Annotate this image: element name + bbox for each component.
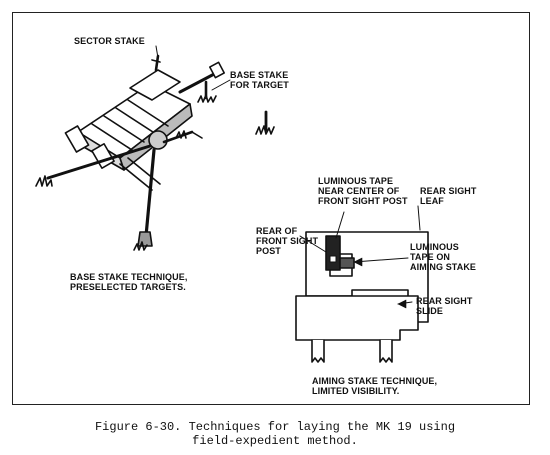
rear-sight-slide-label: REAR SIGHT SLIDE: [416, 296, 473, 316]
rear-sight-illustration: [295, 205, 429, 363]
luminous-tape-aiming-stake-label: LUMINOUS TAPE ON AIMING STAKE: [410, 242, 477, 272]
figure-caption: Figure 6-30. Techniques for laying the M…: [94, 420, 456, 448]
figure-frame: [12, 12, 530, 405]
base-stake-label: BASE STAKE FOR TARGET: [230, 70, 289, 90]
aiming-stake-technique-label: AIMING STAKE TECHNIQUE, LIMITED VISIBILI…: [312, 376, 438, 396]
base-stake-illustration: [197, 80, 275, 135]
base-stake-technique-label: BASE STAKE TECHNIQUE, PRESELECTED TARGET…: [70, 272, 188, 292]
luminous-tape-front-sight-label: LUMINOUS TAPE NEAR CENTER OF FRONT SIGHT…: [318, 176, 408, 206]
machine-gun-illustration: [35, 54, 226, 251]
sector-stake-label: SECTOR STAKE: [74, 36, 145, 46]
rear-of-front-sight-post-label: REAR OF FRONT SIGHT POST: [256, 226, 319, 256]
rear-sight-leaf-label: REAR SIGHT LEAF: [420, 186, 477, 206]
